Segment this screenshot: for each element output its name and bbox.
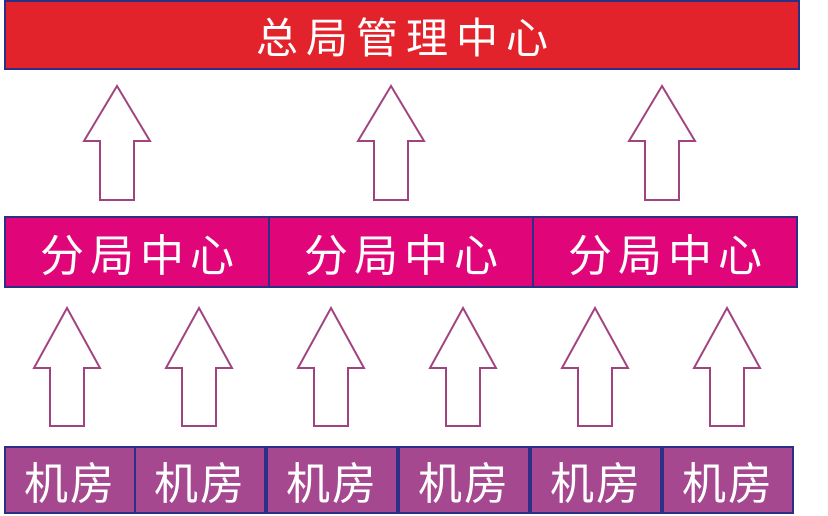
room-label: 机房 [682,459,774,510]
up-arrow-icon [627,84,697,201]
up-arrow-icon [32,305,102,427]
room-box-1: 机房 [4,446,136,514]
up-arrow-icon [356,84,426,201]
branch-box-1: 分局中心 [4,216,270,288]
room-label: 机房 [418,459,510,510]
branch-label: 分局中心 [304,231,504,282]
branch-label: 分局中心 [568,231,768,282]
up-arrow-icon [82,84,152,201]
room-label: 机房 [286,459,378,510]
room-box-5: 机房 [530,446,662,514]
branch-label: 分局中心 [40,231,240,282]
up-arrow-icon [164,305,234,427]
room-label: 机房 [154,459,246,510]
branch-box-3: 分局中心 [532,216,798,288]
headquarters-label: 总局管理中心 [255,13,556,63]
up-arrow-icon [692,305,762,427]
up-arrow-icon [428,305,498,427]
room-label: 机房 [24,459,116,510]
up-arrow-icon [296,305,366,427]
room-box-6: 机房 [662,446,794,514]
room-label: 机房 [550,459,642,510]
room-box-2: 机房 [134,446,266,514]
room-box-3: 机房 [266,446,398,514]
room-box-4: 机房 [398,446,530,514]
headquarters-box: 总局管理中心 [4,0,800,70]
branch-box-2: 分局中心 [268,216,534,288]
up-arrow-icon [560,305,630,427]
